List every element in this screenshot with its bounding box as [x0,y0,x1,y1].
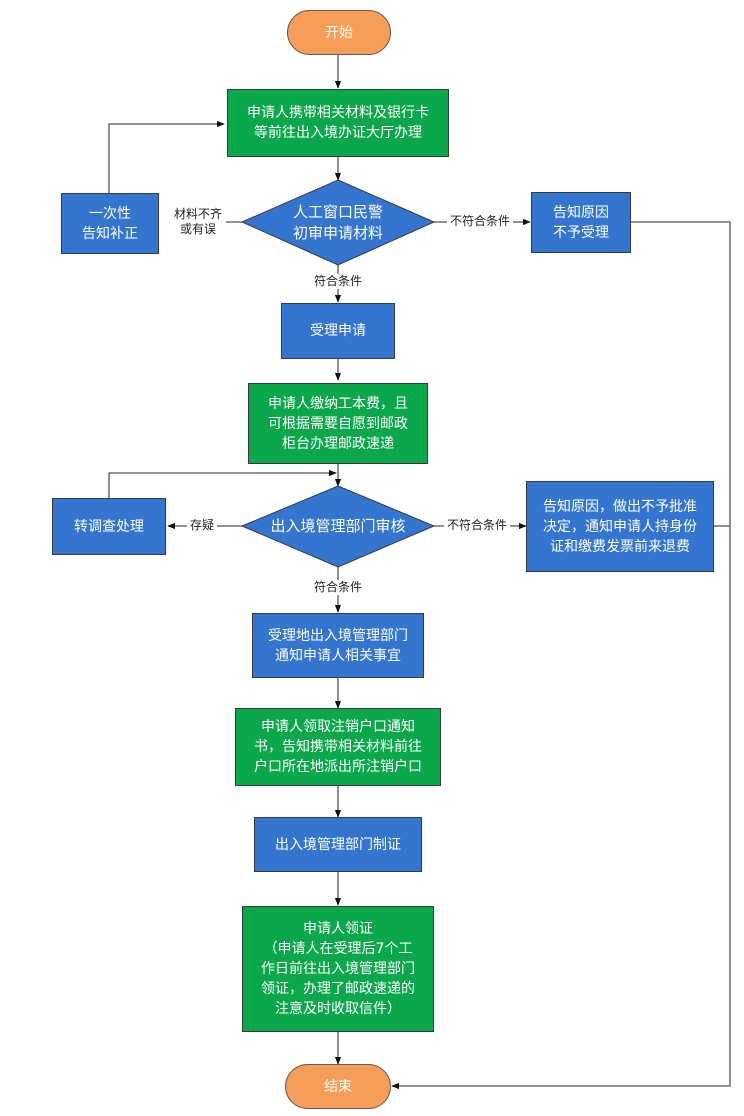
edge-label-qualified-1: 符合条件 [306,274,370,289]
make-certificate-step: 出入境管理部门制证 [254,817,422,872]
edge-correction-loop [108,120,225,193]
decision-initial-review-shape [240,179,436,266]
edge-label-qualified-2: 符合条件 [306,580,370,595]
edge-label-not-qualified-1: 不符合条件 [447,214,513,229]
notify-correction-step: 一次性 告知补正 [61,193,159,254]
decision-initial-review-label: 人工窗口民警 初审申请材料 [292,203,383,242]
reject-initial-step: 告知原因 不予受理 [531,192,631,253]
decision-dept-review-label: 出入境管理部门审核 [270,516,406,535]
transfer-investigation-step: 转调查处理 [52,498,166,555]
reject-dept-step: 告知原因，做出不予批准 决定，通知申请人持身份 证和缴费发票前来退费 [526,481,714,572]
notify-applicant-step: 受理地出入境管理部门 通知申请人相关事宜 [252,613,424,678]
collect-certificate-step: 申请人领证 （申请人在受理后7个工 作日前往出入境管理部门 领证，办理了邮政速递… [242,906,434,1032]
bring-materials-step: 申请人携带相关材料及银行卡 等前往出入境办证大厅办理 [227,89,449,157]
edge-label-not-qualified-2: 不符合条件 [444,518,510,533]
end-node: 结束 [285,1064,391,1109]
start-node: 开始 [287,10,391,55]
edge-investigation-loop [108,469,337,498]
decision-dept-review-shape [240,485,436,568]
edge-label-materials-incomplete: 材料不齐 或有误 [170,207,226,237]
edge-reject-rail [391,221,731,1090]
collect-cancellation-notice-step: 申请人领取注销户口通知 书，告知携带相关材料前往 户口所在地派出所注销户口 [235,708,441,786]
pay-fee-step: 申请人缴纳工本费，且 可根据需要自愿到邮政 柜台办理邮政速递 [248,383,428,464]
accept-application-step: 受理申请 [281,303,395,359]
edge-label-doubtful: 存疑 [187,518,217,533]
